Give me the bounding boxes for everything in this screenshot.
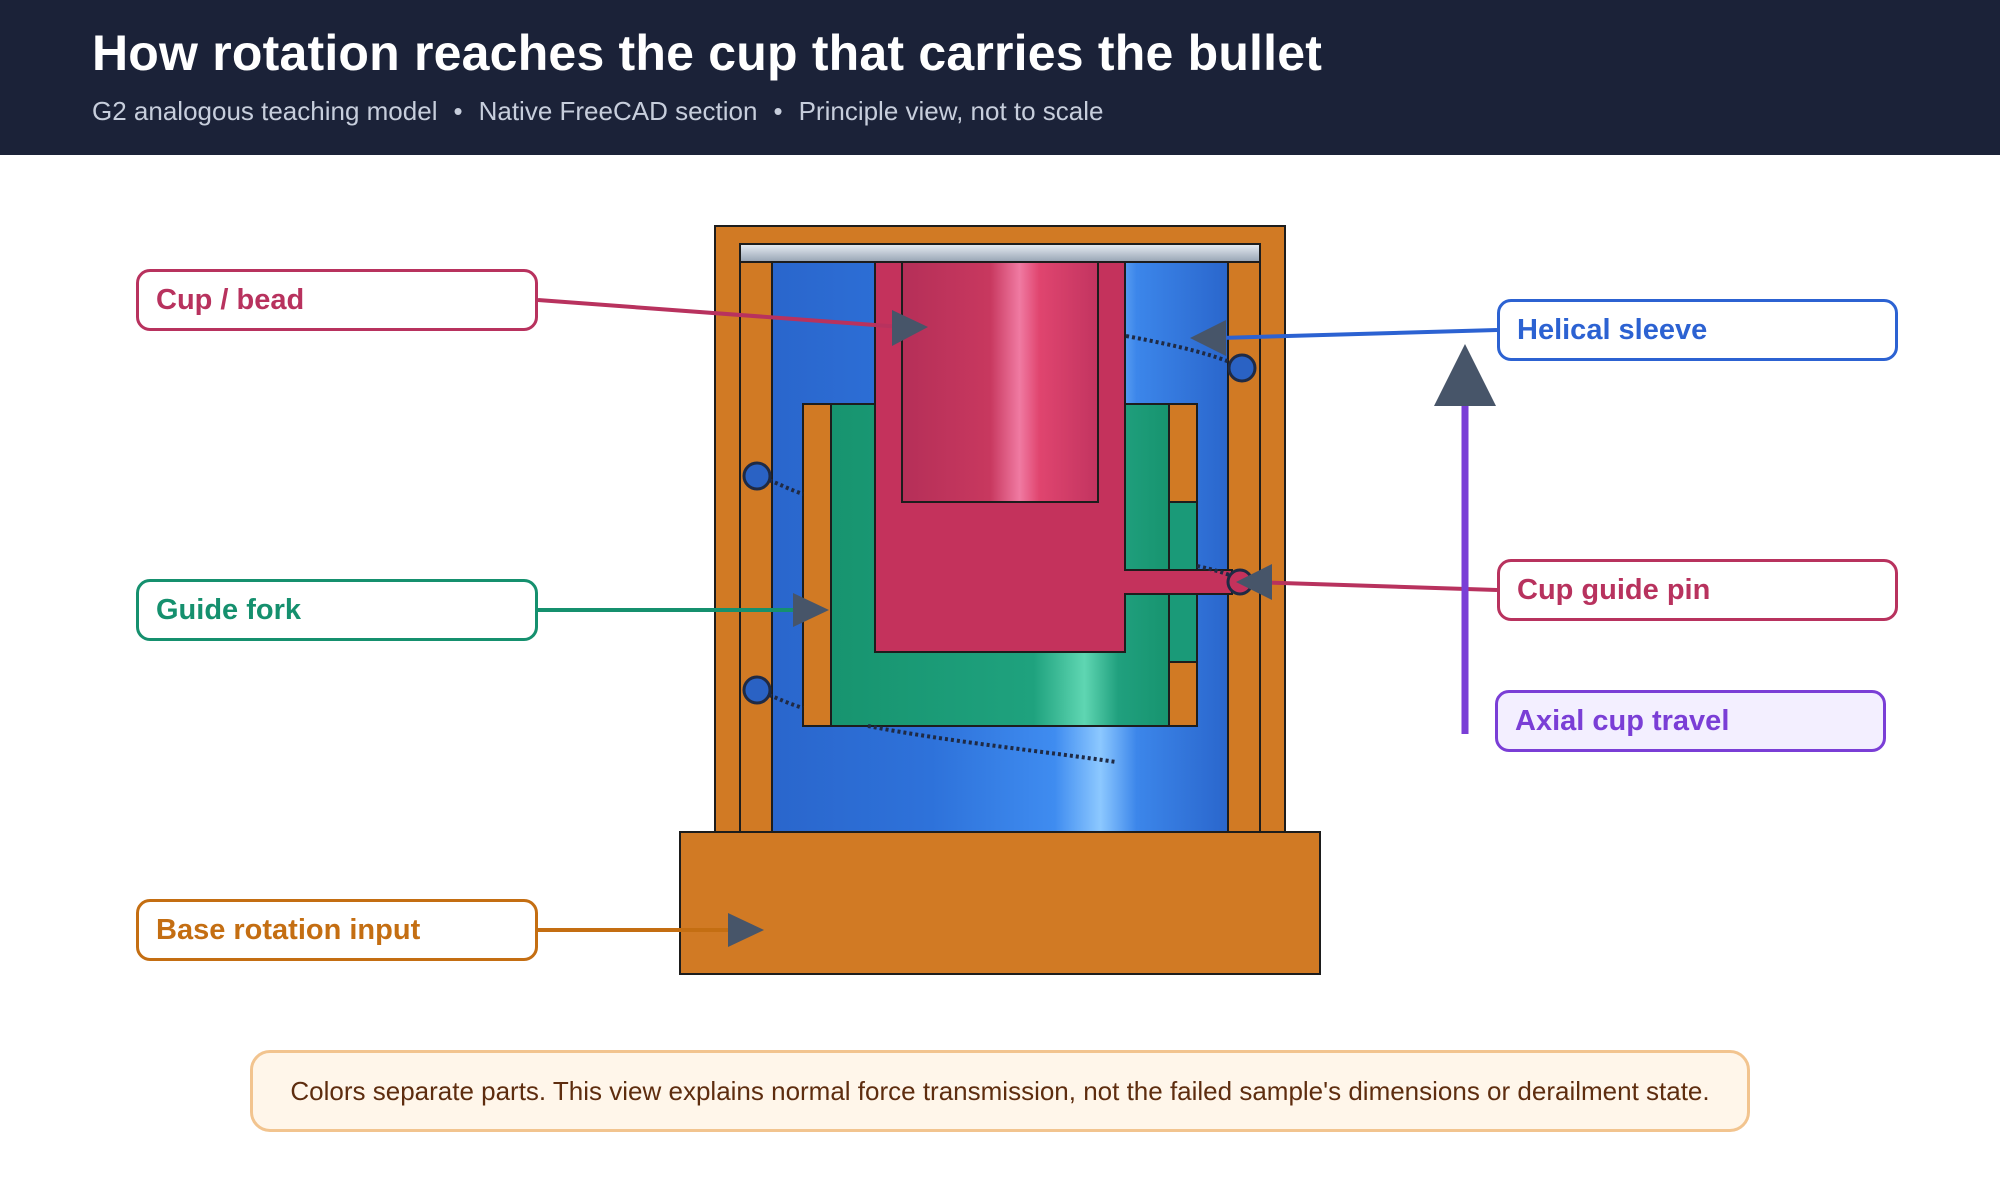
subtitle-separator: •: [773, 96, 783, 126]
callout-guide-fork: Guide fork: [136, 579, 538, 641]
arrowhead-helical-sleeve: [1190, 320, 1226, 356]
note-text: Colors separate parts. This view explain…: [290, 1076, 1710, 1106]
guide-fork-side-left: [802, 403, 832, 727]
sleeve-ball: [742, 461, 772, 491]
subtitle-separator: •: [453, 96, 463, 126]
subtitle-part-section: Native FreeCAD section: [478, 96, 758, 126]
callout-label: Cup guide pin: [1517, 574, 1711, 606]
guide-fork-side-right-upper: [1168, 403, 1198, 503]
callout-cup-guide-pin: Cup guide pin: [1497, 559, 1898, 621]
callout-axial-cup-travel: Axial cup travel: [1495, 690, 1886, 752]
sleeve-ball: [742, 675, 772, 705]
helical-groove: [757, 688, 804, 710]
leader-line-cup-bead: [537, 298, 903, 329]
arrowhead-cup-bead: [892, 310, 928, 346]
axial-travel-arrowhead: [1434, 344, 1496, 406]
leader-line-cup-guide-pin: [1251, 580, 1498, 592]
callout-base-rotation-input: Base rotation input: [136, 899, 538, 961]
page-subtitle: G2 analogous teaching model • Native FreeC…: [92, 96, 1104, 127]
callout-cup-bead: Cup / bead: [136, 269, 538, 331]
arrowhead-base-rotation: [728, 913, 764, 947]
callout-label: Guide fork: [156, 594, 302, 626]
arrowhead-cup-guide-pin: [1236, 564, 1272, 600]
callout-label: Axial cup travel: [1515, 705, 1730, 737]
top-cap: [739, 243, 1261, 263]
sleeve-ball: [1227, 353, 1257, 383]
base-block: [679, 831, 1321, 975]
arrowhead-guide-fork: [793, 593, 829, 627]
helical-groove: [757, 474, 804, 496]
helical-groove: [867, 724, 1117, 764]
cup-bore: [901, 261, 1099, 503]
subtitle-part-view: Principle view, not to scale: [798, 96, 1104, 126]
callout-helical-sleeve: Helical sleeve: [1497, 299, 1898, 361]
callout-label: Base rotation input: [156, 914, 421, 946]
leader-line-helical-sleeve: [1219, 328, 1498, 340]
page-title: How rotation reaches the cup that carrie…: [92, 25, 1323, 81]
callout-label: Cup / bead: [156, 284, 305, 316]
legend-note: Colors separate parts. This view explain…: [250, 1050, 1750, 1132]
header-bar: How rotation reaches the cup that carrie…: [0, 0, 2000, 155]
subtitle-part-model: G2 analogous teaching model: [92, 96, 438, 126]
callout-label: Helical sleeve: [1517, 314, 1708, 346]
guide-fork-side-right-lower: [1168, 661, 1198, 727]
